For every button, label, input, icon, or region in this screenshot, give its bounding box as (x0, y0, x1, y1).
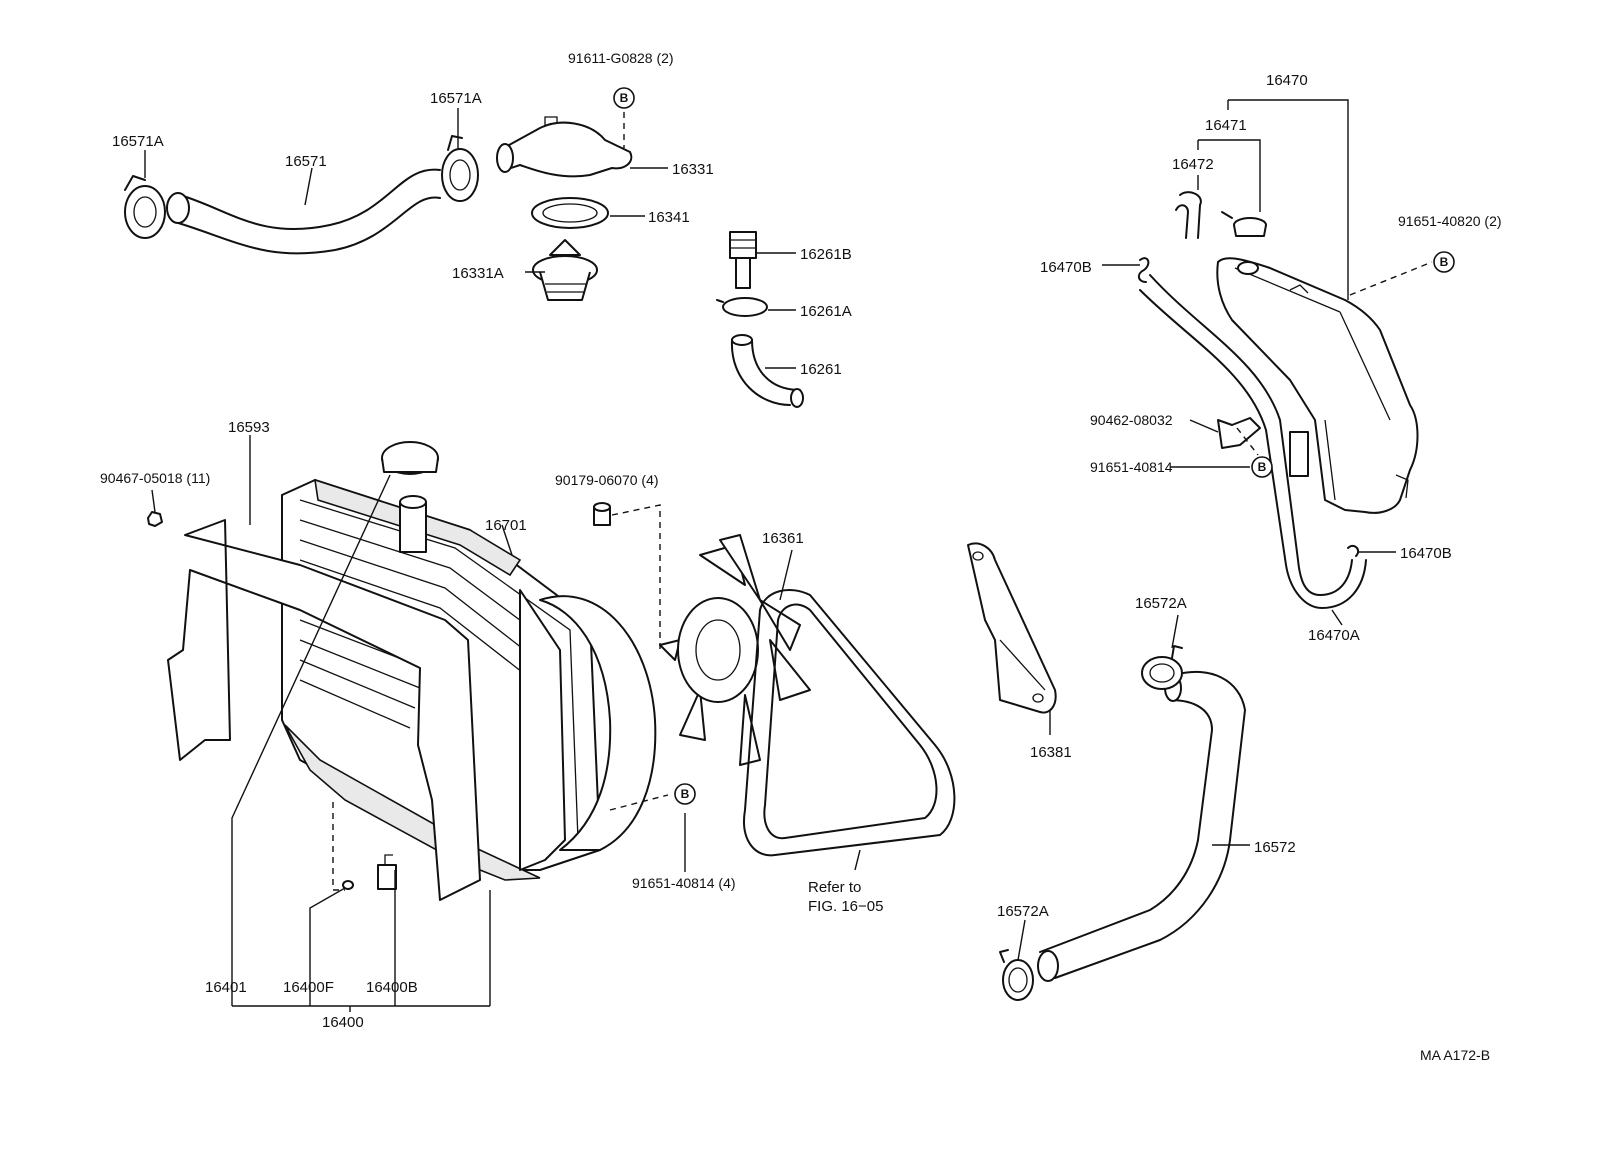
label-16400F: 16400F (283, 979, 334, 996)
label-16470B-top: 16470B (1040, 259, 1092, 276)
svg-text:B: B (1258, 460, 1267, 474)
label-90179-06070: 90179-06070 (4) (555, 472, 659, 488)
label-16400B: 16400B (366, 979, 418, 996)
hose-clamp-16572A-top (1141, 645, 1183, 690)
label-16593: 16593 (228, 419, 270, 436)
b-marker-91611: B (613, 87, 635, 109)
label-16470: 16470 (1266, 72, 1308, 89)
part-labels: 16571A 16571 16571A 91611-G0828 (2) 1633… (100, 50, 1502, 1063)
fan-shroud-16593 (167, 519, 566, 901)
label-16571A-top: 16571A (430, 90, 482, 107)
svg-text:B: B (1440, 255, 1449, 269)
b-marker-91651-40814: B (1251, 456, 1273, 478)
drain-cock-16400B (377, 854, 397, 890)
overflow-hose-16470A (1139, 274, 1367, 609)
label-16401: 16401 (205, 979, 247, 996)
svg-text:B: B (620, 91, 629, 105)
bracket-90462-08032 (1217, 417, 1261, 449)
thermostat-16331A (532, 239, 598, 301)
upper-hose-16571 (166, 168, 441, 255)
label-16331: 16331 (672, 161, 714, 178)
filler-neck (399, 495, 427, 553)
cap-16471 (1221, 211, 1267, 237)
bolt-90179-06070 (593, 502, 611, 526)
label-16571A-left: 16571A (112, 133, 164, 150)
bolt-90467-05018 (147, 511, 163, 527)
water-outlet-16331 (496, 116, 633, 178)
leader-lines (144, 99, 1396, 1012)
svg-text:B: B (681, 787, 690, 801)
lower-hose-16572 (1037, 670, 1246, 982)
fitting-16261B (729, 231, 757, 289)
label-16572A-bottom: 16572A (997, 903, 1049, 920)
label-91651-40820: 91651-40820 (2) (1398, 213, 1502, 229)
fan-16361 (659, 534, 811, 766)
b-marker-91651-40814-4: B (674, 783, 696, 805)
b-marker-91651-40820: B (1433, 251, 1455, 273)
label-16572A-top: 16572A (1135, 595, 1187, 612)
radiator-cap-16401 (381, 441, 439, 475)
label-16261: 16261 (800, 361, 842, 378)
label-16701: 16701 (485, 517, 527, 534)
label-16472: 16472 (1172, 156, 1214, 173)
label-90462-08032: 90462-08032 (1090, 412, 1173, 428)
gasket-16341 (531, 197, 609, 229)
hose-clamp-16571A-top (441, 135, 479, 202)
label-refer-to: Refer to (808, 879, 861, 896)
label-16331A: 16331A (452, 265, 504, 282)
clamp-16261A (716, 297, 768, 317)
hose-clamp-16571A-left (124, 175, 166, 239)
hose-16261 (730, 334, 804, 408)
hose-16472 (1175, 191, 1202, 239)
label-fig-16-05: FIG. 16−05 (808, 898, 883, 915)
label-16261A: 16261A (800, 303, 852, 320)
label-91651-40814-4: 91651-40814 (4) (632, 875, 736, 891)
label-16381: 16381 (1030, 744, 1072, 761)
drain-gasket-16400F (342, 880, 354, 890)
figure-code: MA A172-B (1420, 1047, 1490, 1063)
label-91611-G0828: 91611-G0828 (2) (568, 50, 674, 66)
label-16572: 16572 (1254, 839, 1296, 856)
v-belt (743, 589, 956, 857)
label-16571: 16571 (285, 153, 327, 170)
hose-clip-16470B-top (1138, 257, 1150, 283)
label-16471: 16471 (1205, 117, 1247, 134)
fan-shroud-16701 (539, 595, 657, 851)
label-16341: 16341 (648, 209, 690, 226)
label-16470A: 16470A (1308, 627, 1360, 644)
reservoir-tank-16470 (1216, 257, 1419, 514)
label-91651-40814: 91651-40814 (1090, 459, 1173, 475)
bracket-16381 (967, 542, 1057, 714)
label-16470B-bottom: 16470B (1400, 545, 1452, 562)
hose-clamp-16572A-bottom (999, 949, 1034, 1001)
label-90467-05018: 90467-05018 (11) (100, 470, 210, 486)
dashed-lines (332, 112, 1433, 891)
hose-clip-16470B-bottom (1347, 544, 1360, 557)
label-16261B: 16261B (800, 246, 852, 263)
label-16361: 16361 (762, 530, 804, 547)
label-16400: 16400 (322, 1014, 364, 1031)
